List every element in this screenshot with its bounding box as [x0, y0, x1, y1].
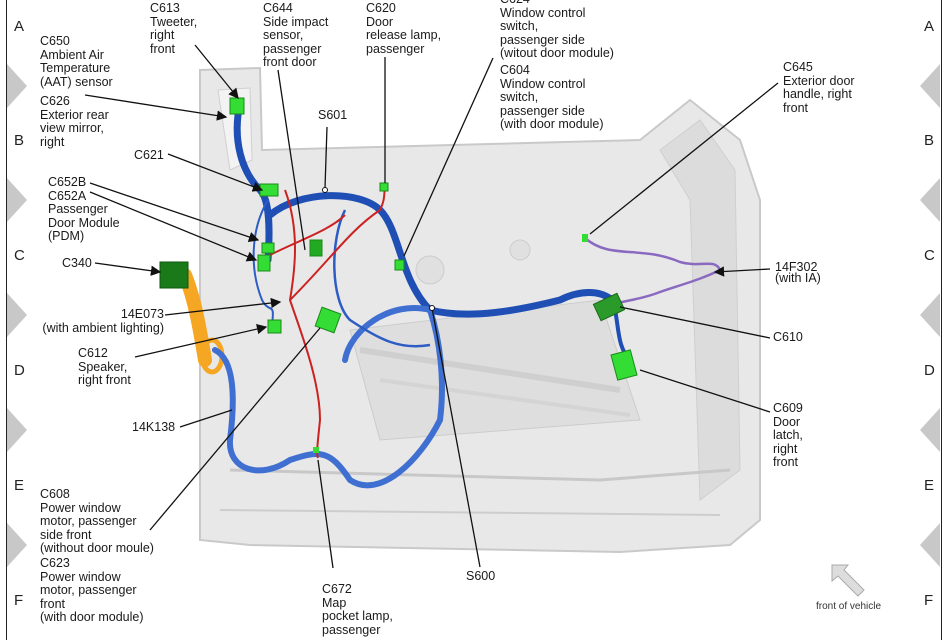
diagram-frame: [6, 0, 942, 640]
door-panel: [199, 66, 761, 554]
connector-c608: [314, 306, 342, 334]
connectors: [159, 97, 638, 453]
label-c620: C620 Door release lamp, passenger: [366, 1, 442, 56]
label-14k138: 14K138: [132, 420, 176, 434]
grid-row-d-left: D: [14, 362, 25, 379]
harness-secondary: [212, 305, 445, 489]
grid-row-c-left: C: [14, 247, 25, 264]
label-c624: C624 Window control switch, passenger si…: [500, 0, 614, 60]
connector-c610: [592, 292, 626, 322]
connector-c340: [159, 261, 189, 289]
label-c610: C610: [773, 330, 803, 344]
connector-c609: [610, 349, 638, 381]
label-c672: C672 Map pocket lamp, passenger: [322, 582, 393, 637]
connector-c652a: [257, 254, 271, 272]
zone-marker-left: [7, 293, 27, 337]
label-c652-pdm: C652B C652A Passenger Door Module (PDM): [48, 175, 120, 243]
grid-row-a-left: A: [14, 18, 25, 35]
grid-row-c-right: C: [924, 247, 935, 264]
label-c644: C644 Side impact sensor, passenger front…: [263, 1, 329, 69]
grid-row-b-right: B: [924, 132, 935, 149]
leader-lines: [84, 44, 779, 569]
label-c626: C626 Exterior rear view mirror, right: [40, 94, 109, 149]
zone-marker-right: [920, 408, 940, 452]
label-c621: C621: [134, 148, 164, 162]
label-14f302: 14F302 (with IA): [775, 260, 821, 285]
zone-marker-right: [920, 523, 940, 567]
label-c613: C613 Tweeter, right front: [150, 1, 198, 56]
label-s600: S600: [466, 569, 496, 583]
zone-marker-right: [920, 64, 940, 108]
front-of-vehicle-caption: front of vehicle: [816, 601, 882, 612]
label-c612: C612 Speaker, right front: [78, 346, 131, 387]
connector-c644: [309, 239, 323, 257]
label-c623: C623 Power window motor, passenger front…: [40, 556, 144, 624]
grid-row-d-right: D: [924, 362, 935, 379]
label-s601: S601: [318, 108, 348, 122]
connector-c621: [259, 183, 279, 197]
zone-marker-right: [920, 293, 940, 337]
label-c604: C604 Window control switch, passenger si…: [500, 63, 604, 131]
connector-c604: [394, 259, 405, 271]
connector-c620: [379, 182, 389, 192]
grid-row-f-right: F: [924, 592, 934, 609]
label-c650: C650 Ambient Air Temperature (AAT) senso…: [40, 34, 113, 89]
zone-marker-left: [7, 64, 27, 108]
label-c608: C608 Power window motor, passenger side …: [40, 487, 154, 555]
front-of-vehicle-arrow-icon: [831, 564, 865, 597]
connector-c613: [229, 97, 245, 115]
grid-row-f-left: F: [14, 592, 24, 609]
label-14e073: 14E073 (with ambient lighting): [42, 307, 164, 335]
zone-marker-left: [7, 178, 27, 222]
zone-marker-right: [920, 178, 940, 222]
grid-row-a-right: A: [924, 18, 935, 35]
label-c340: C340: [62, 256, 92, 270]
connector-c672: [313, 447, 319, 453]
connector-c612: [267, 319, 282, 334]
label-c645: C645 Exterior door handle, right front: [783, 60, 855, 115]
connector-c652b: [261, 242, 275, 254]
wire-red: [269, 184, 386, 459]
grid-row-b-left: B: [14, 132, 25, 149]
zone-marker-left: [7, 408, 27, 452]
label-c609: C609 Door latch, right front: [773, 401, 803, 469]
connector-c645: [582, 234, 588, 242]
grid-row-e-left: E: [14, 477, 25, 494]
grid-row-e-right: E: [924, 477, 935, 494]
zone-marker-left: [7, 523, 27, 567]
